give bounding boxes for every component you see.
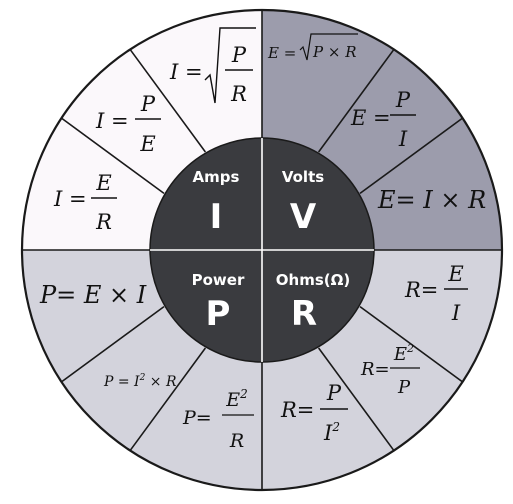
- svg-text:E: E: [139, 132, 155, 156]
- svg-text:P: P: [231, 43, 247, 67]
- hub-power-symbol: P: [206, 294, 231, 334]
- svg-text:P × R: P × R: [312, 43, 357, 61]
- hub-ohms-label: Ohms(Ω): [276, 271, 350, 289]
- divider-ray: [317, 347, 395, 452]
- hub-volts-label: Volts: [282, 168, 324, 186]
- svg-text:P: P: [326, 381, 342, 405]
- svg-text:R=: R=: [360, 359, 390, 380]
- svg-text:P: P: [140, 92, 156, 116]
- formula-power-e-squared-over-r: P= E2 R: [182, 387, 254, 452]
- svg-text:R: R: [230, 82, 247, 106]
- divider-ray: [129, 347, 207, 452]
- divider-ray: [359, 305, 464, 383]
- svg-text:I =: I =: [169, 60, 203, 84]
- svg-text:I: I: [398, 127, 408, 151]
- svg-text:P: P: [395, 88, 411, 112]
- svg-text:R: R: [229, 430, 244, 452]
- hub-amps-symbol: I: [210, 197, 223, 237]
- svg-text:I: I: [451, 301, 461, 325]
- hub-volts-symbol: V: [290, 197, 317, 237]
- svg-text:P = I2 × R: P = I2 × R: [103, 373, 177, 390]
- hub-power-label: Power: [192, 271, 245, 289]
- svg-text:R=: R=: [280, 398, 314, 422]
- formula-amps-p-over-e: I = P E: [95, 92, 161, 156]
- divider-ray: [129, 48, 207, 153]
- divider-ray: [317, 48, 395, 153]
- hub-ohms-symbol: R: [291, 294, 317, 334]
- outer-ring: [20, 8, 504, 492]
- divider-ray: [60, 117, 165, 195]
- formula-power-e-times-i: P= E × I: [39, 281, 147, 309]
- divider-ray: [60, 305, 165, 383]
- svg-text:R: R: [95, 210, 112, 234]
- svg-text:P=: P=: [182, 407, 212, 429]
- formula-volts-sqrt-p-times-r: E = P × R: [267, 33, 358, 62]
- formula-ohms-e-over-i: R= E I: [404, 262, 468, 325]
- svg-text:E: E: [447, 262, 463, 286]
- formula-power-i-squared-times-r: P = I2 × R: [103, 373, 177, 390]
- svg-text:E =: E =: [350, 106, 391, 130]
- formula-volts-p-over-i: E = P I: [350, 88, 416, 151]
- svg-text:P= E × I: P= E × I: [39, 281, 147, 309]
- formula-ohms-e-squared-over-p: R= E2 P: [360, 342, 420, 398]
- svg-text:E =: E =: [267, 44, 296, 62]
- formula-amps-e-over-r: I = E R: [53, 171, 117, 234]
- hub-amps-label: Amps: [193, 168, 240, 186]
- svg-text:I =: I =: [95, 109, 129, 133]
- svg-text:P: P: [397, 377, 411, 398]
- svg-text:R=: R=: [404, 278, 438, 302]
- svg-text:I =: I =: [53, 187, 87, 211]
- divider-ray: [359, 117, 464, 195]
- formula-volts-i-times-r: E= I × R: [377, 186, 486, 214]
- svg-text:E= I × R: E= I × R: [377, 186, 486, 214]
- svg-text:E: E: [95, 171, 111, 195]
- formula-amps-sqrt-p-over-r: I = P R: [169, 27, 256, 106]
